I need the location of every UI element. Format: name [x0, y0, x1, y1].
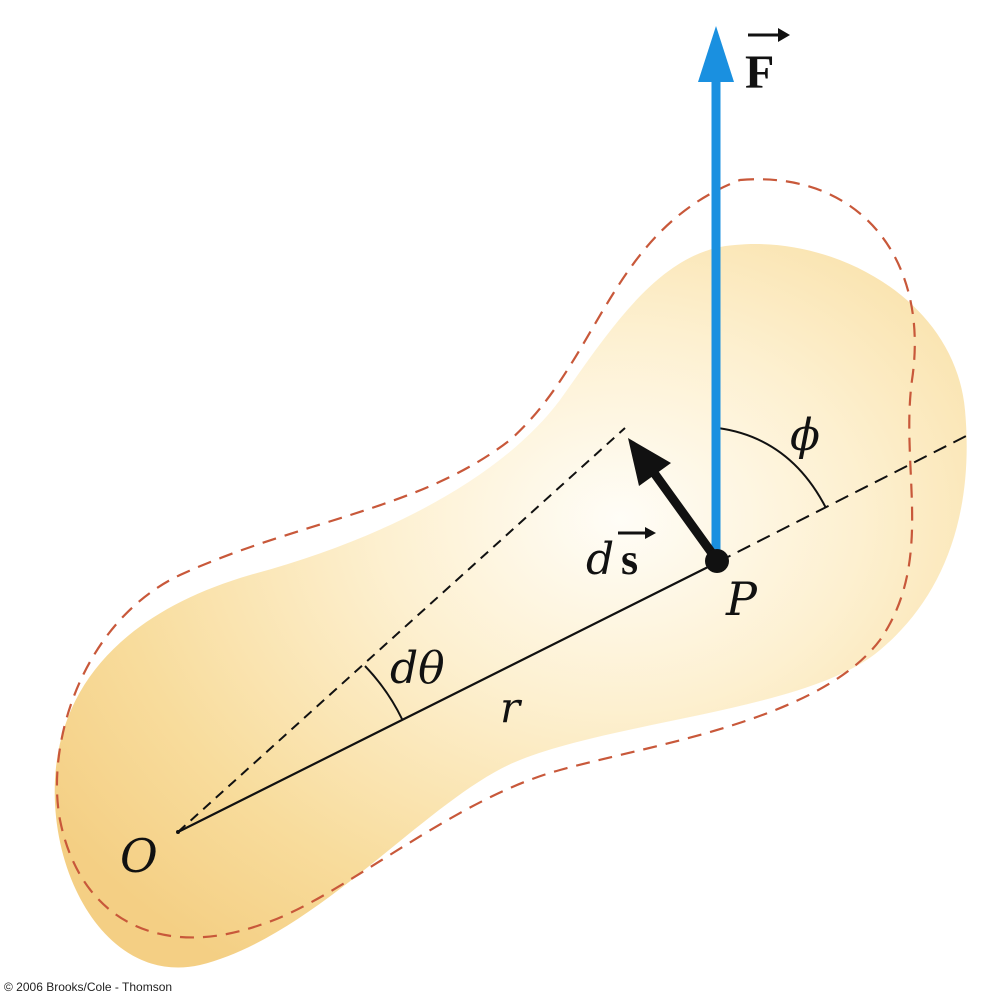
displacement-vector-arrowhead: [628, 438, 671, 486]
label-angle-dtheta: dθ: [390, 643, 445, 694]
label-radius-r: r: [500, 683, 523, 732]
label-origin-o: O: [120, 829, 158, 883]
label-force: F: [745, 28, 790, 99]
displacement-vector-shaft: [648, 467, 718, 559]
origin-dot: [176, 830, 180, 834]
radius-extension-dashed: [717, 432, 973, 563]
label-angle-phi: ϕ: [790, 410, 820, 461]
displaced-outline-dashed: [55, 178, 916, 939]
copyright-notice: © 2006 Brooks/Cole - Thomson: [4, 980, 173, 994]
label-displacement-s: s: [621, 535, 638, 584]
force-vector-arrowhead: [698, 26, 734, 82]
point-p-dot: [705, 549, 729, 573]
rotated-radius-dashed: [177, 427, 626, 833]
rigid-body-shape: [54, 243, 967, 968]
label-displacement-d: d: [586, 534, 614, 585]
angle-arc-dtheta: [364, 665, 403, 720]
label-force-text: F: [745, 46, 774, 99]
label-point-p: P: [725, 572, 758, 626]
angle-arc-phi: [717, 427, 827, 509]
radius-line-r: [177, 561, 719, 833]
label-displacement: d s: [586, 527, 656, 585]
